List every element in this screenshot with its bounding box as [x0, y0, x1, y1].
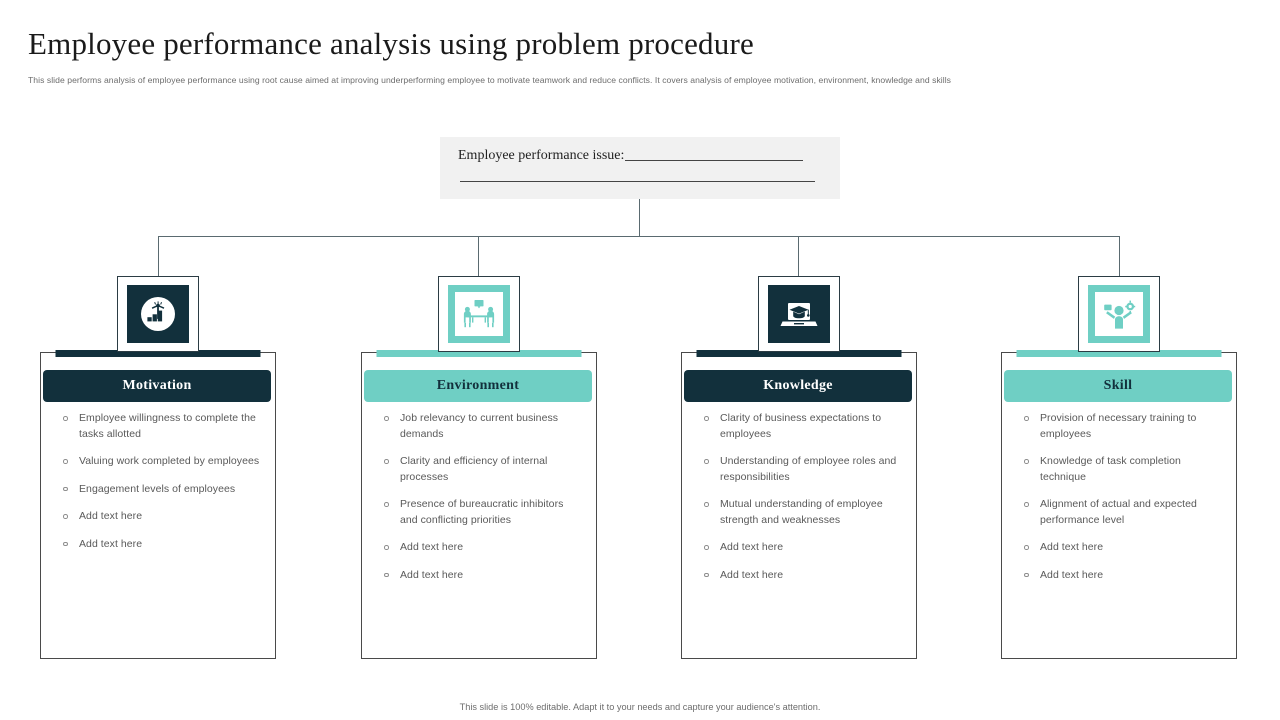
- footer-note: This slide is 100% editable. Adapt it to…: [459, 702, 821, 712]
- list-item: Alignment of actual and expected perform…: [1018, 497, 1224, 528]
- connector-root-vertical: [639, 199, 641, 237]
- card-accent-bar-motivation: [55, 349, 261, 357]
- page-subtitle: This slide performs analysis of employee…: [28, 75, 952, 85]
- icon-frame-environment: [438, 276, 520, 352]
- bullet-list-motivation: Employee willingness to complete the tas…: [57, 411, 263, 564]
- card-accent-bar-environment: [376, 349, 582, 357]
- connector-horizontal-bus: [158, 236, 1120, 238]
- list-item[interactable]: Add text here: [1018, 568, 1224, 584]
- list-item[interactable]: Add text here: [698, 568, 904, 584]
- card-title-motivation: Motivation: [43, 370, 271, 402]
- person-with-skills-icon: [1088, 285, 1150, 343]
- root-issue-label: Employee performance issue:: [458, 148, 625, 163]
- icon-frame-motivation: [117, 276, 199, 352]
- icon-frame-knowledge: [758, 276, 840, 352]
- list-item[interactable]: Add text here: [57, 537, 263, 553]
- list-item: Provision of necessary training to emplo…: [1018, 411, 1224, 442]
- list-item: Clarity of business expectations to empl…: [698, 411, 904, 442]
- connector-drop-3: [798, 236, 800, 276]
- page-title: Employee performance analysis using prob…: [28, 26, 754, 61]
- list-item: Valuing work completed by employees: [57, 454, 263, 470]
- card-motivation: Motivation Employee willingness to compl…: [40, 349, 276, 659]
- bullet-list-skill: Provision of necessary training to emplo…: [1018, 411, 1224, 595]
- bullet-list-knowledge: Clarity of business expectations to empl…: [698, 411, 904, 595]
- card-title-skill: Skill: [1004, 370, 1232, 402]
- list-item: Employee willingness to complete the tas…: [57, 411, 263, 442]
- card-knowledge: Knowledge Clarity of business expectatio…: [681, 349, 917, 659]
- card-title-environment: Environment: [364, 370, 592, 402]
- root-issue-blank-line-1[interactable]: [625, 160, 804, 161]
- laptop-graduation-cap-icon: [768, 285, 830, 343]
- card-accent-bar-skill: [1016, 349, 1222, 357]
- root-issue-box[interactable]: Employee performance issue:: [440, 137, 840, 199]
- list-item: Understanding of employee roles and resp…: [698, 454, 904, 485]
- connector-drop-4: [1119, 236, 1121, 276]
- person-on-bar-chart-icon: [127, 285, 189, 343]
- list-item: Presence of bureaucratic inhibitors and …: [378, 497, 584, 528]
- list-item[interactable]: Add text here: [1018, 540, 1224, 556]
- card-environment: Environment Job relevancy to current bus…: [361, 349, 597, 659]
- meeting-table-icon: [448, 285, 510, 343]
- card-accent-bar-knowledge: [696, 349, 902, 357]
- list-item: Job relevancy to current business demand…: [378, 411, 584, 442]
- list-item[interactable]: Add text here: [378, 540, 584, 556]
- list-item: Mutual understanding of employee strengt…: [698, 497, 904, 528]
- bullet-list-environment: Job relevancy to current business demand…: [378, 411, 584, 595]
- connector-drop-1: [158, 236, 160, 276]
- list-item[interactable]: Add text here: [698, 540, 904, 556]
- list-item: Engagement levels of employees: [57, 482, 263, 498]
- list-item[interactable]: Add text here: [57, 509, 263, 525]
- list-item: Clarity and efficiency of internal proce…: [378, 454, 584, 485]
- list-item[interactable]: Add text here: [378, 568, 584, 584]
- root-issue-label-row: Employee performance issue:: [458, 148, 804, 164]
- icon-frame-skill: [1078, 276, 1160, 352]
- connector-drop-2: [478, 236, 480, 276]
- card-title-knowledge: Knowledge: [684, 370, 912, 402]
- root-issue-blank-line-2[interactable]: [460, 181, 815, 182]
- list-item: Knowledge of task completion technique: [1018, 454, 1224, 485]
- card-skill: Skill Provision of necessary training to…: [1001, 349, 1237, 659]
